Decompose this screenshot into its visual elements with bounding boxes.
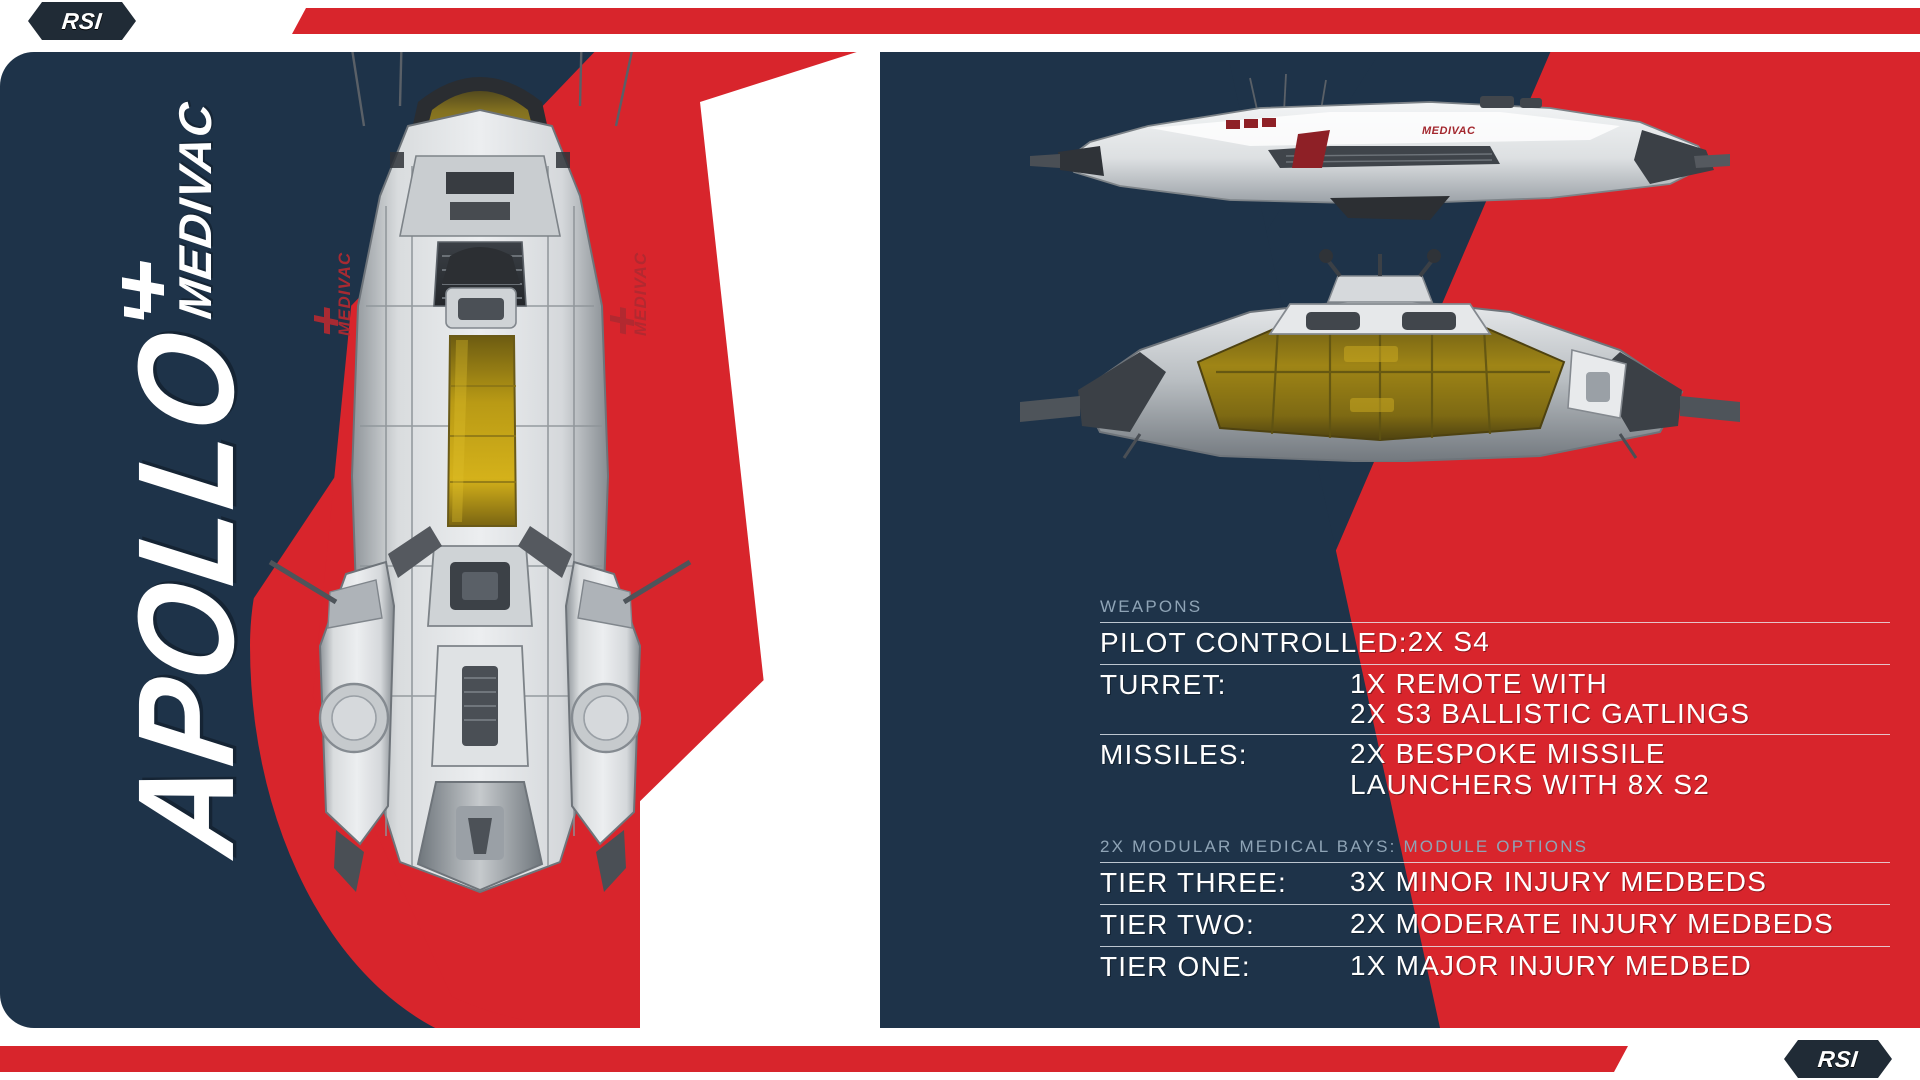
poster-body: APOLLO MEDIVAC bbox=[0, 52, 1920, 1028]
table-row: TIER TWO: 2X MODERATE INJURY MEDBEDS bbox=[1100, 904, 1890, 946]
spec-value: 2X MODERATE INJURY MEDBEDS bbox=[1350, 908, 1890, 939]
bottom-red-rail bbox=[0, 1046, 1628, 1072]
table-row: TURRET: 1X REMOTE WITH 2X S3 BALLISTIC G… bbox=[1100, 664, 1890, 734]
medical-spec-table: 2X MODULAR MEDICAL BAYS: MODULE OPTIONS … bbox=[1100, 837, 1890, 988]
table-row: TIER THREE: 3X MINOR INJURY MEDBEDS bbox=[1100, 862, 1890, 904]
spec-value-line: 3X MINOR INJURY MEDBEDS bbox=[1350, 866, 1768, 897]
spec-value-line: 2X S3 BALLISTIC GATLINGS bbox=[1350, 698, 1751, 730]
spec-value: 2X BESPOKE MISSILE LAUNCHERS WITH 8X S2 bbox=[1350, 738, 1890, 800]
spec-key: TIER THREE: bbox=[1100, 867, 1287, 898]
spec-key: TIER ONE: bbox=[1100, 951, 1251, 982]
svg-text:MEDIVAC: MEDIVAC bbox=[335, 252, 354, 336]
apollo-front-view bbox=[1020, 242, 1740, 462]
spec-value: 1X MAJOR INJURY MEDBED bbox=[1350, 950, 1890, 981]
table-row: MISSILES: 2X BESPOKE MISSILE LAUNCHERS W… bbox=[1100, 734, 1890, 804]
weapons-header: WEAPONS bbox=[1100, 597, 1203, 616]
weapons-spec-table: WEAPONS PILOT CONTROLLED: 2X S4 TURRET: … bbox=[1100, 597, 1890, 805]
spec-value-line: 2X MODERATE INJURY MEDBEDS bbox=[1350, 908, 1834, 939]
spec-key: TURRET: bbox=[1100, 669, 1227, 700]
table-row: TIER ONE: 1X MAJOR INJURY MEDBED bbox=[1100, 946, 1890, 988]
top-red-rail bbox=[292, 8, 1920, 34]
rsi-logo-bottom-right: RSI bbox=[1784, 1040, 1892, 1078]
apollo-top-view: MEDIVAC MEDIVAC bbox=[150, 52, 810, 926]
spec-value: 3X MINOR INJURY MEDBEDS bbox=[1350, 866, 1890, 897]
spec-value-line: 2X BESPOKE MISSILE bbox=[1350, 738, 1666, 770]
rsi-logo-text: RSI bbox=[1816, 1045, 1860, 1072]
rsi-logo-text: RSI bbox=[60, 7, 104, 34]
spec-key: PILOT CONTROLLED: bbox=[1100, 627, 1408, 658]
table-row: PILOT CONTROLLED: 2X S4 bbox=[1100, 622, 1890, 664]
spec-value: 2X S4 bbox=[1407, 626, 1890, 657]
medical-header: 2X MODULAR MEDICAL BAYS: MODULE OPTIONS bbox=[1100, 837, 1589, 856]
spec-value-line: 1X MAJOR INJURY MEDBED bbox=[1350, 950, 1752, 981]
spec-value: 1X REMOTE WITH 2X S3 BALLISTIC GATLINGS bbox=[1350, 668, 1890, 730]
spec-key: TIER TWO: bbox=[1100, 909, 1255, 940]
spec-value-line: 1X REMOTE WITH bbox=[1350, 668, 1608, 699]
svg-text:MEDIVAC: MEDIVAC bbox=[631, 252, 650, 336]
svg-text:MEDIVAC: MEDIVAC bbox=[1422, 125, 1476, 137]
spec-key: MISSILES: bbox=[1100, 739, 1248, 771]
spec-value-line: 2X S4 bbox=[1407, 626, 1491, 657]
rsi-logo-top-left: RSI bbox=[28, 2, 136, 40]
apollo-side-view: MEDIVAC bbox=[1030, 72, 1730, 222]
spec-value-line: LAUNCHERS WITH 8X S2 bbox=[1350, 768, 1711, 800]
